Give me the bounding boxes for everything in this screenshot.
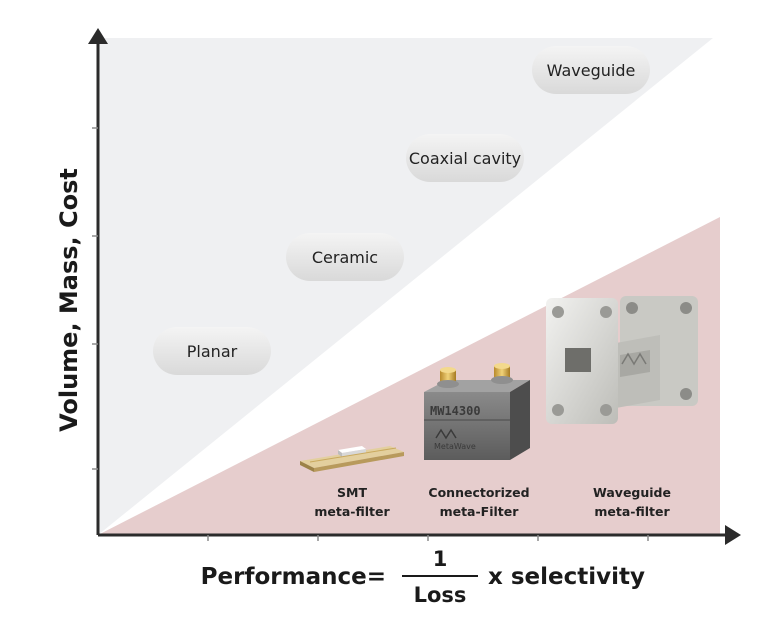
label-waveguide-line2: meta-filter — [594, 504, 670, 519]
x-axis-label: Performance= 1 Loss x selectivity — [201, 547, 645, 607]
label-smt-meta-filter: SMT meta-filter — [314, 485, 390, 519]
pill-label-ceramic: Ceramic — [312, 248, 378, 267]
label-smt-line2: meta-filter — [314, 504, 390, 519]
x-label-suffix: x selectivity — [488, 564, 645, 590]
conventional-region — [98, 38, 713, 535]
x-axis-arrow — [725, 525, 741, 545]
y-axis-ticks — [92, 127, 98, 470]
y-axis-arrow — [88, 28, 108, 44]
label-connectorized-line2: meta-Filter — [440, 504, 520, 519]
connectorized-meta-filter-image: MW14300 MetaWave — [424, 363, 530, 460]
smt-meta-filter-image — [300, 446, 404, 472]
pill-planar: Planar — [153, 327, 271, 375]
pill-label-coaxial-cavity: Coaxial cavity — [409, 149, 521, 168]
label-waveguide-meta-filter: Waveguide meta-filter — [593, 485, 671, 519]
pill-label-waveguide: Waveguide — [547, 61, 636, 80]
connectorized-brand-mark: MetaWave — [434, 442, 476, 451]
pill-waveguide: Waveguide — [532, 46, 650, 94]
y-axis-label: Volume, Mass, Cost — [55, 168, 83, 432]
pill-coaxial-cavity: Coaxial cavity — [406, 134, 524, 182]
label-connectorized-line1: Connectorized — [428, 485, 529, 500]
pill-ceramic: Ceramic — [286, 233, 404, 281]
x-axis-ticks — [207, 535, 649, 541]
label-smt-line1: SMT — [337, 485, 367, 500]
label-connectorized-meta-filter: Connectorized meta-Filter — [428, 485, 529, 519]
meta-filter-region — [98, 217, 720, 535]
pill-label-planar: Planar — [187, 342, 238, 361]
connectorized-model-mark: MW14300 — [430, 404, 481, 418]
waveguide-meta-filter-image — [546, 296, 698, 424]
x-label-prefix: Performance= — [201, 564, 386, 590]
x-label-denominator: Loss — [414, 583, 467, 607]
label-waveguide-line1: Waveguide — [593, 485, 671, 500]
x-label-numerator: 1 — [433, 547, 448, 571]
